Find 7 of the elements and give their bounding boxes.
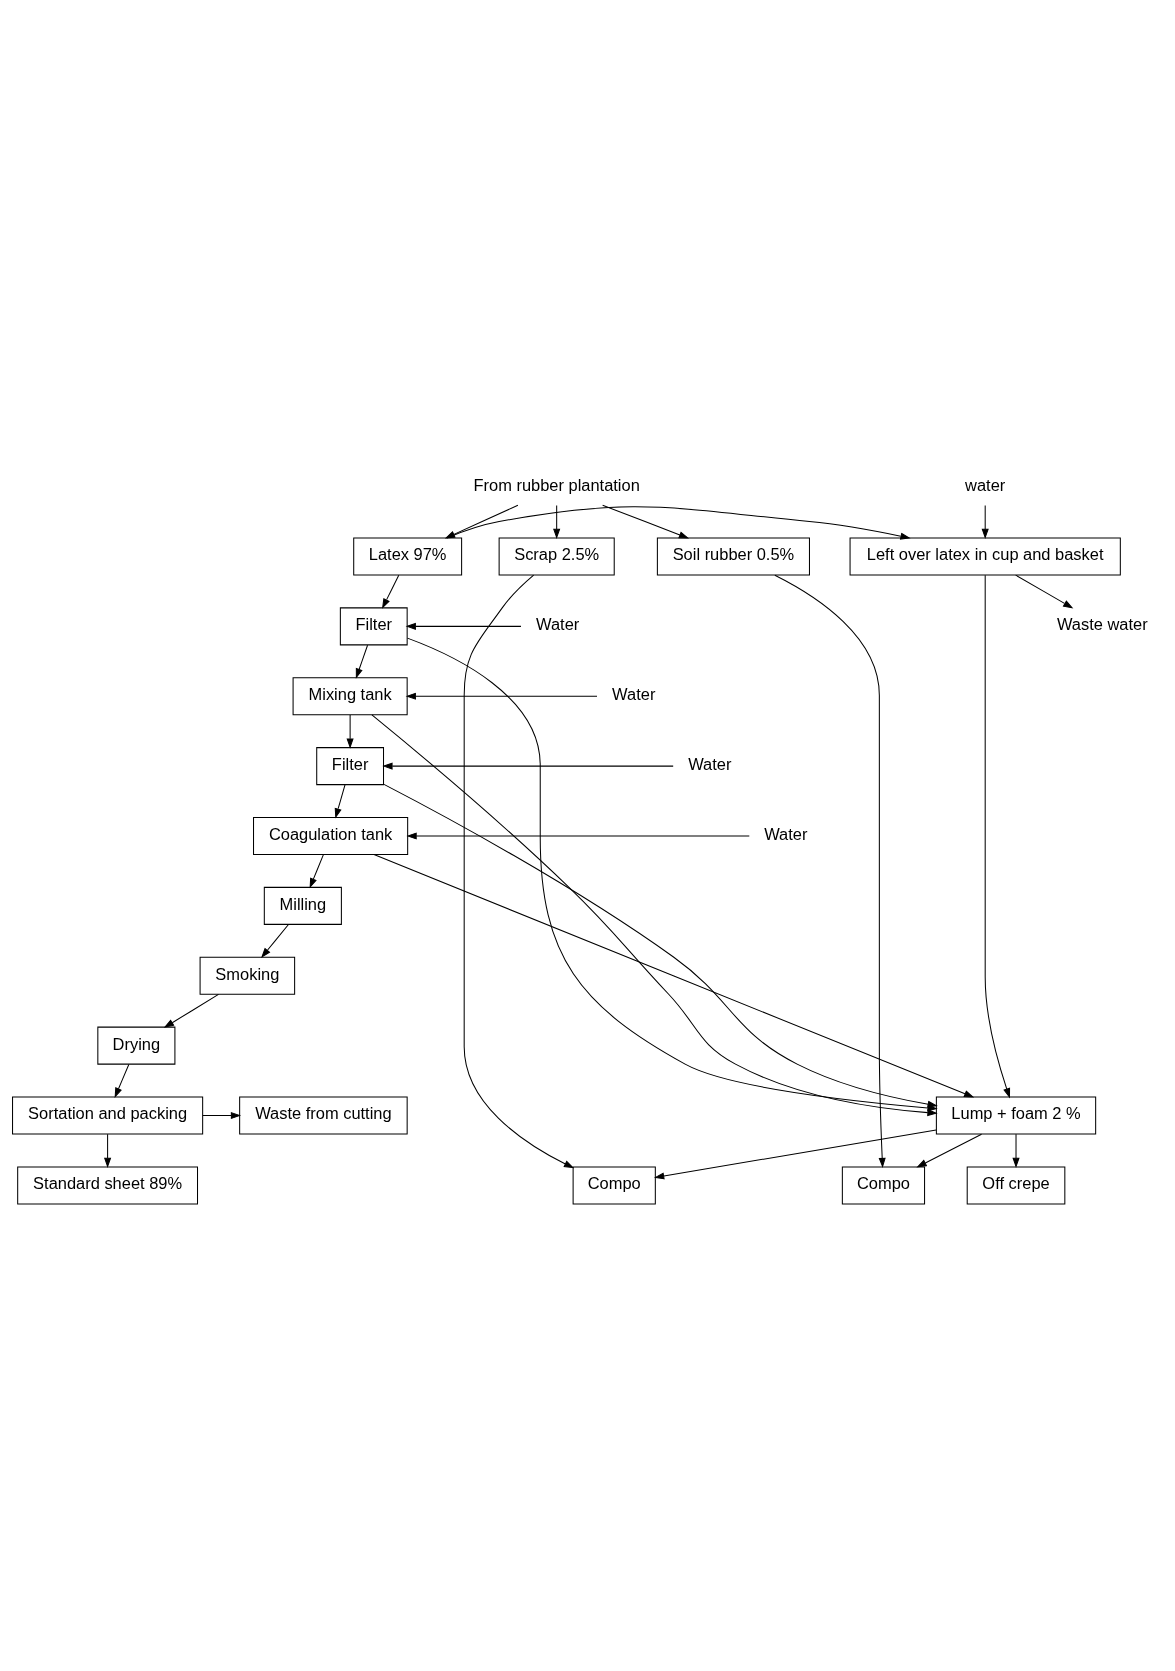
node-text: Water	[536, 614, 580, 633]
node-text: Waste water	[1056, 614, 1148, 633]
node-text: From rubber plantation	[473, 475, 640, 494]
node-text: water	[965, 475, 1006, 494]
node-text: Water	[612, 684, 656, 703]
node-text: Water	[764, 824, 808, 843]
node-text: Water	[688, 754, 732, 773]
